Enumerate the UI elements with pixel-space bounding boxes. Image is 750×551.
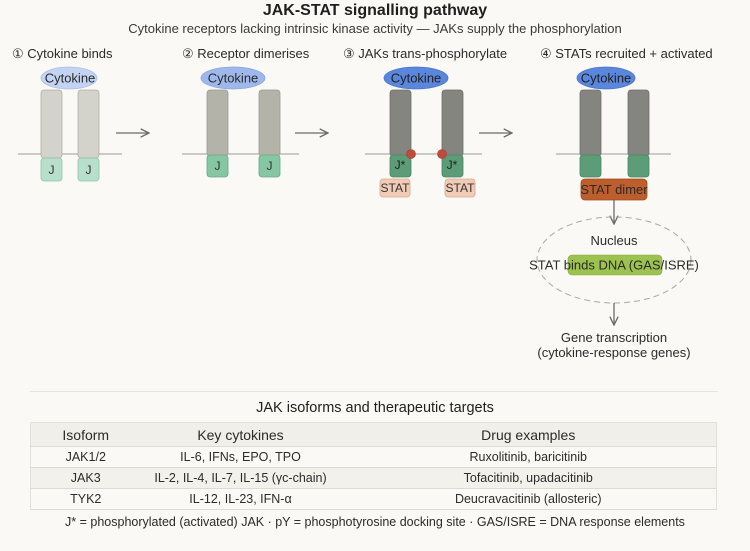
cytokine-label: Cytokine [581,71,632,86]
cytokine [40,66,98,90]
dna-box [567,254,663,276]
pathway-diagram: Cytokine J J Cytokine J J Cytokine J* J*… [18,66,699,360]
table-header-row: Isoform Key cytokines Drug examples [30,422,717,447]
jak-label: J [267,159,273,173]
receptor [389,89,412,157]
receptor [77,89,100,159]
jak-label: J* [447,158,458,172]
jak-box [389,154,412,178]
stat-dimer-label: STAT dimer [580,182,648,197]
cell-isoform: TYK2 [30,488,141,510]
receptor [579,89,602,157]
cell-isoform: JAK3 [30,467,141,489]
stat-box [444,178,476,198]
cell-drugs: Ruxolitinib, baricitinib [340,446,717,468]
cell-cytokines: IL-12, IL-23, IFN-α [140,488,341,510]
cell-isoform: JAK1/2 [30,446,141,468]
cytokine-label: Cytokine [45,71,96,86]
step-4-group: Cytokine STAT dimer [576,66,650,201]
step-1-label: ① Cytokine binds [12,46,113,61]
stat-label: STAT [446,181,476,195]
cytokine-label: Cytokine [391,71,442,86]
step-1-group: Cytokine J J [40,66,100,182]
receptor [258,89,281,157]
jak-box [627,154,650,178]
jak-box [441,154,464,178]
stat-label: STAT [381,181,411,195]
header-key-cytokines: Key cytokines [140,422,341,447]
cell-drugs: Deucravacitinib (allosteric) [340,488,717,510]
receptor [441,89,464,157]
step-3-label: ③ JAKs trans-phosphorylate [343,46,508,61]
cytokine [200,66,266,90]
jak-isoform-table: Isoform Key cytokines Drug examples JAK1… [30,422,717,510]
step-2-label: ② Receptor dimerises [182,46,310,61]
jak-box [77,157,100,182]
header-drug-examples: Drug examples [340,422,717,447]
cytokine [576,66,636,90]
jak-box [206,154,229,178]
cell-drugs: Tofacitinib, upadacitinib [340,467,717,489]
cell-cytokines: IL-6, IFNs, EPO, TPO [140,446,341,468]
phosphotyrosine-dot [406,149,416,159]
jak-box [40,157,63,182]
jak-label: J* [395,158,406,172]
jak-label: J [49,163,55,177]
header-isoform: Isoform [30,422,141,447]
step-2-group: Cytokine J J [200,66,281,178]
step-4-label: ④ STATs recruited + activated [540,46,713,61]
cell-cytokines: IL-2, IL-4, IL-7, IL-15 (γc-chain) [140,467,341,489]
transcription-label: Gene transcription [561,330,667,345]
table-row: JAK3 IL-2, IL-4, IL-7, IL-15 (γc-chain) … [30,467,717,489]
receptor [40,89,63,159]
cytokine [383,66,449,90]
nucleus-label: Nucleus [591,233,638,248]
jak-label: J [86,163,92,177]
page-subtitle: Cytokine receptors lacking intrinsic kin… [128,21,622,36]
section-divider [30,391,718,392]
page-title: JAK-STAT signalling pathway [262,2,488,19]
table-row: JAK1/2 IL-6, IFNs, EPO, TPO Ruxolitinib,… [30,446,717,468]
stat-box [379,178,411,198]
jak-box [258,154,281,178]
receptor [627,89,650,157]
dna-binding-label: STAT binds DNA (GAS/ISRE) [529,258,699,273]
jak-box [579,154,602,178]
table-row: TYK2 IL-12, IL-23, IFN-α Deucravacitinib… [30,488,717,510]
step-3-group: Cytokine J* J* STAT STAT [379,66,476,198]
phosphotyrosine-dot [437,149,447,159]
transcription-sublabel: (cytokine-response genes) [537,345,690,360]
cytokine-label: Cytokine [208,71,259,86]
receptor [206,89,229,157]
footnote: J* = phosphorylated (activated) JAK · pY… [65,515,685,529]
table-title: JAK isoforms and therapeutic targets [256,400,494,416]
jak-label: J [215,159,221,173]
